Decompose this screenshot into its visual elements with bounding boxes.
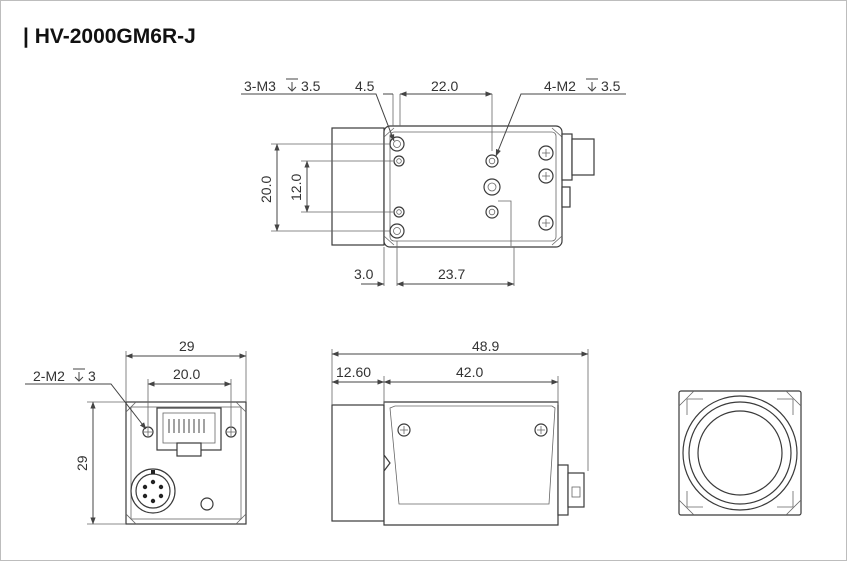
back-callout-depth: 3 xyxy=(88,368,96,384)
top-lens-ring xyxy=(331,127,385,246)
dim-side-body: 42.0 xyxy=(456,364,483,380)
dim-side-total: 48.9 xyxy=(472,338,499,354)
top-callout-right-depth: 3.5 xyxy=(601,78,621,94)
dim-bottom-right: 23.7 xyxy=(438,266,465,282)
page-title: | HV-2000GM6R-J xyxy=(23,25,196,48)
top-callout-left-depth: 3.5 xyxy=(301,78,321,94)
top-view: 3-M3 3.5 4.5 22.0 4-M2 3.5 20.0 12.0 3.0… xyxy=(241,78,626,287)
top-m3-holes xyxy=(389,136,405,239)
front-view xyxy=(678,390,802,516)
back-callout: 2-M2 xyxy=(33,368,65,384)
front-lens-inner xyxy=(697,410,783,496)
dim-back-height: 29 xyxy=(74,455,90,471)
top-m2-holes xyxy=(483,154,501,219)
top-callout-right: 4-M2 xyxy=(544,78,576,94)
dim-back-inner: 20.0 xyxy=(173,366,200,382)
back-round-connector xyxy=(130,468,176,514)
side-body xyxy=(383,401,559,526)
dim-top-left: 4.5 xyxy=(355,78,375,94)
dim-bottom-left: 3.0 xyxy=(354,266,374,282)
back-led xyxy=(200,497,214,511)
dim-back-width: 29 xyxy=(179,338,195,354)
dim-height-outer: 20.0 xyxy=(258,176,274,203)
top-screws xyxy=(538,145,554,231)
side-view: 48.9 12.60 42.0 xyxy=(331,338,589,526)
side-lens-ring xyxy=(331,404,385,522)
back-view: 29 20.0 29 2-M2 3 xyxy=(25,338,247,525)
dim-top-right: 22.0 xyxy=(431,78,458,94)
back-rj45-port xyxy=(156,407,222,457)
top-body xyxy=(383,125,563,248)
dim-side-lens: 12.60 xyxy=(336,364,371,380)
top-callout-left: 3-M3 xyxy=(244,78,276,94)
dim-height-inner: 12.0 xyxy=(288,174,304,201)
